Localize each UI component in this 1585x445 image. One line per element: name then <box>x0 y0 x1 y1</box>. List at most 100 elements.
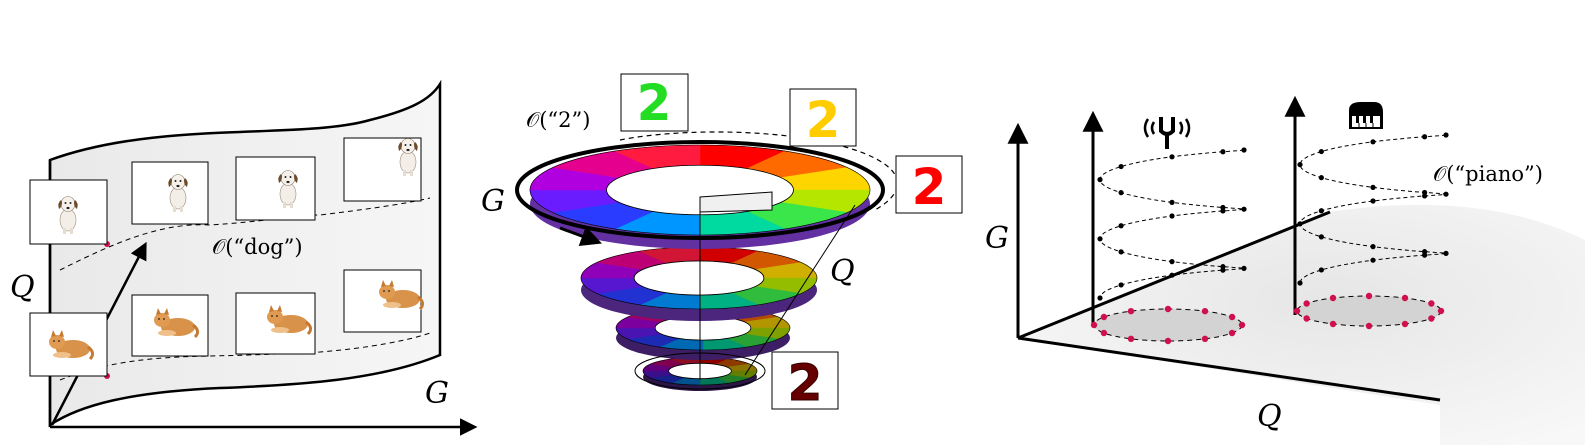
svg-text:2: 2 <box>806 91 841 149</box>
orbit-point <box>1293 307 1301 315</box>
helix-point <box>1220 149 1226 155</box>
label-q-middle: Q <box>830 254 855 289</box>
panel-middle: 2 2 2 2 𝒪(“2”) G Q <box>481 73 963 413</box>
helix-point <box>1118 190 1124 196</box>
helix-point <box>1318 208 1324 214</box>
helix-point <box>1118 282 1124 288</box>
svg-text:2: 2 <box>637 74 672 132</box>
orbit-arrow <box>559 226 602 247</box>
orbit-point <box>1090 321 1098 329</box>
helix-right <box>1297 132 1449 286</box>
orbit-point <box>1127 335 1135 343</box>
orbit-label-piano: 𝒪(“piano”) <box>1433 162 1543 186</box>
orbit-point <box>1228 313 1236 321</box>
orbit-point <box>1127 307 1135 315</box>
axis-label-q-right: Q <box>1257 399 1282 434</box>
orbit-point <box>1164 337 1172 345</box>
helix-point <box>1370 198 1376 204</box>
helix-point <box>1169 213 1175 219</box>
panel-left: Q G 𝒪(“dog”) <box>10 79 478 436</box>
ground-plane <box>1018 204 1585 445</box>
orbit-point <box>1401 320 1409 328</box>
helix-point <box>1241 265 1247 271</box>
helix-point <box>1370 139 1376 145</box>
orbit-point <box>1303 315 1310 322</box>
helix-point <box>1169 272 1175 278</box>
color-wheel <box>580 246 818 321</box>
axis-label-g-right: G <box>985 221 1009 256</box>
image-cat-1 <box>29 312 108 377</box>
orbit-point <box>1329 294 1337 302</box>
helix-point <box>1097 236 1103 242</box>
image-dog-2 <box>131 161 209 225</box>
label-g-middle: G <box>481 184 505 219</box>
orbit-point <box>1303 300 1310 307</box>
image-dog-3 <box>235 156 316 221</box>
base-orbit-left <box>1090 305 1246 345</box>
piano-icon <box>1349 102 1383 129</box>
helix-point <box>1443 250 1449 256</box>
helix-point <box>1318 267 1324 273</box>
helix-point <box>1422 193 1428 199</box>
helix-point <box>1443 191 1449 197</box>
digit-box-dark: 2 <box>771 351 839 413</box>
helix-point <box>1220 208 1226 214</box>
helix-point <box>1370 257 1376 263</box>
helix-point <box>1118 163 1124 170</box>
helix-point <box>1422 134 1428 140</box>
orbit-label-dog: 𝒪(“dog”) <box>212 235 303 259</box>
image-dog-4 <box>343 137 422 202</box>
helix-curve <box>1299 134 1448 284</box>
small-orbit <box>634 352 766 390</box>
orbit-point <box>1365 322 1373 330</box>
helix-point <box>1370 244 1376 250</box>
orbit-point <box>1100 329 1108 337</box>
panel-right: G Q 𝒪(“piano”) <box>985 95 1585 445</box>
wheel-hole <box>633 260 765 296</box>
orbit-label-2: 𝒪(“2”) <box>526 108 590 132</box>
axis-label-g: G <box>425 376 449 411</box>
helix-point <box>1297 280 1303 286</box>
orbit-point <box>1201 335 1209 343</box>
orbit-point <box>1100 313 1108 321</box>
helix-point <box>1169 199 1175 205</box>
digit-box-green: 2 <box>620 73 689 132</box>
digit-box-yellow: 2 <box>789 88 857 149</box>
orbit-point <box>1401 294 1409 302</box>
svg-text:2: 2 <box>788 354 823 412</box>
helix-point <box>1241 147 1247 153</box>
helix-point <box>1370 184 1376 190</box>
orbit-point <box>1428 300 1435 307</box>
helix-point <box>1169 154 1175 160</box>
orbit-point <box>1201 307 1209 315</box>
digit-box-red: 2 <box>895 155 963 216</box>
helix-point <box>1318 234 1324 240</box>
helix-point <box>1097 177 1103 183</box>
axis-q-right <box>1017 336 1441 402</box>
orbit-point <box>1437 307 1445 315</box>
helix-point <box>1220 267 1226 273</box>
outer-orbit-thick <box>515 140 885 240</box>
helix-point <box>1318 175 1324 181</box>
helix-point <box>1318 148 1324 155</box>
orbit-point <box>1428 315 1435 322</box>
axis-label-q: Q <box>10 270 35 305</box>
orbit-point <box>1164 305 1172 313</box>
helix-point <box>1118 249 1124 255</box>
svg-text:2: 2 <box>912 158 947 216</box>
helix-point <box>1241 206 1247 212</box>
helix-point <box>1118 223 1124 229</box>
helix-point <box>1297 162 1303 168</box>
helix-point <box>1422 252 1428 258</box>
helix-point <box>1169 259 1175 265</box>
orbit-point <box>1238 321 1246 329</box>
q-line <box>744 204 856 376</box>
image-dog-1 <box>29 179 108 245</box>
image-cat-2 <box>131 294 209 357</box>
tuning-fork-icon <box>1143 117 1191 149</box>
orbit-point <box>1228 329 1236 337</box>
helix-left <box>1097 147 1247 301</box>
orbit-point <box>1329 320 1337 328</box>
image-cat-3 <box>235 292 316 355</box>
